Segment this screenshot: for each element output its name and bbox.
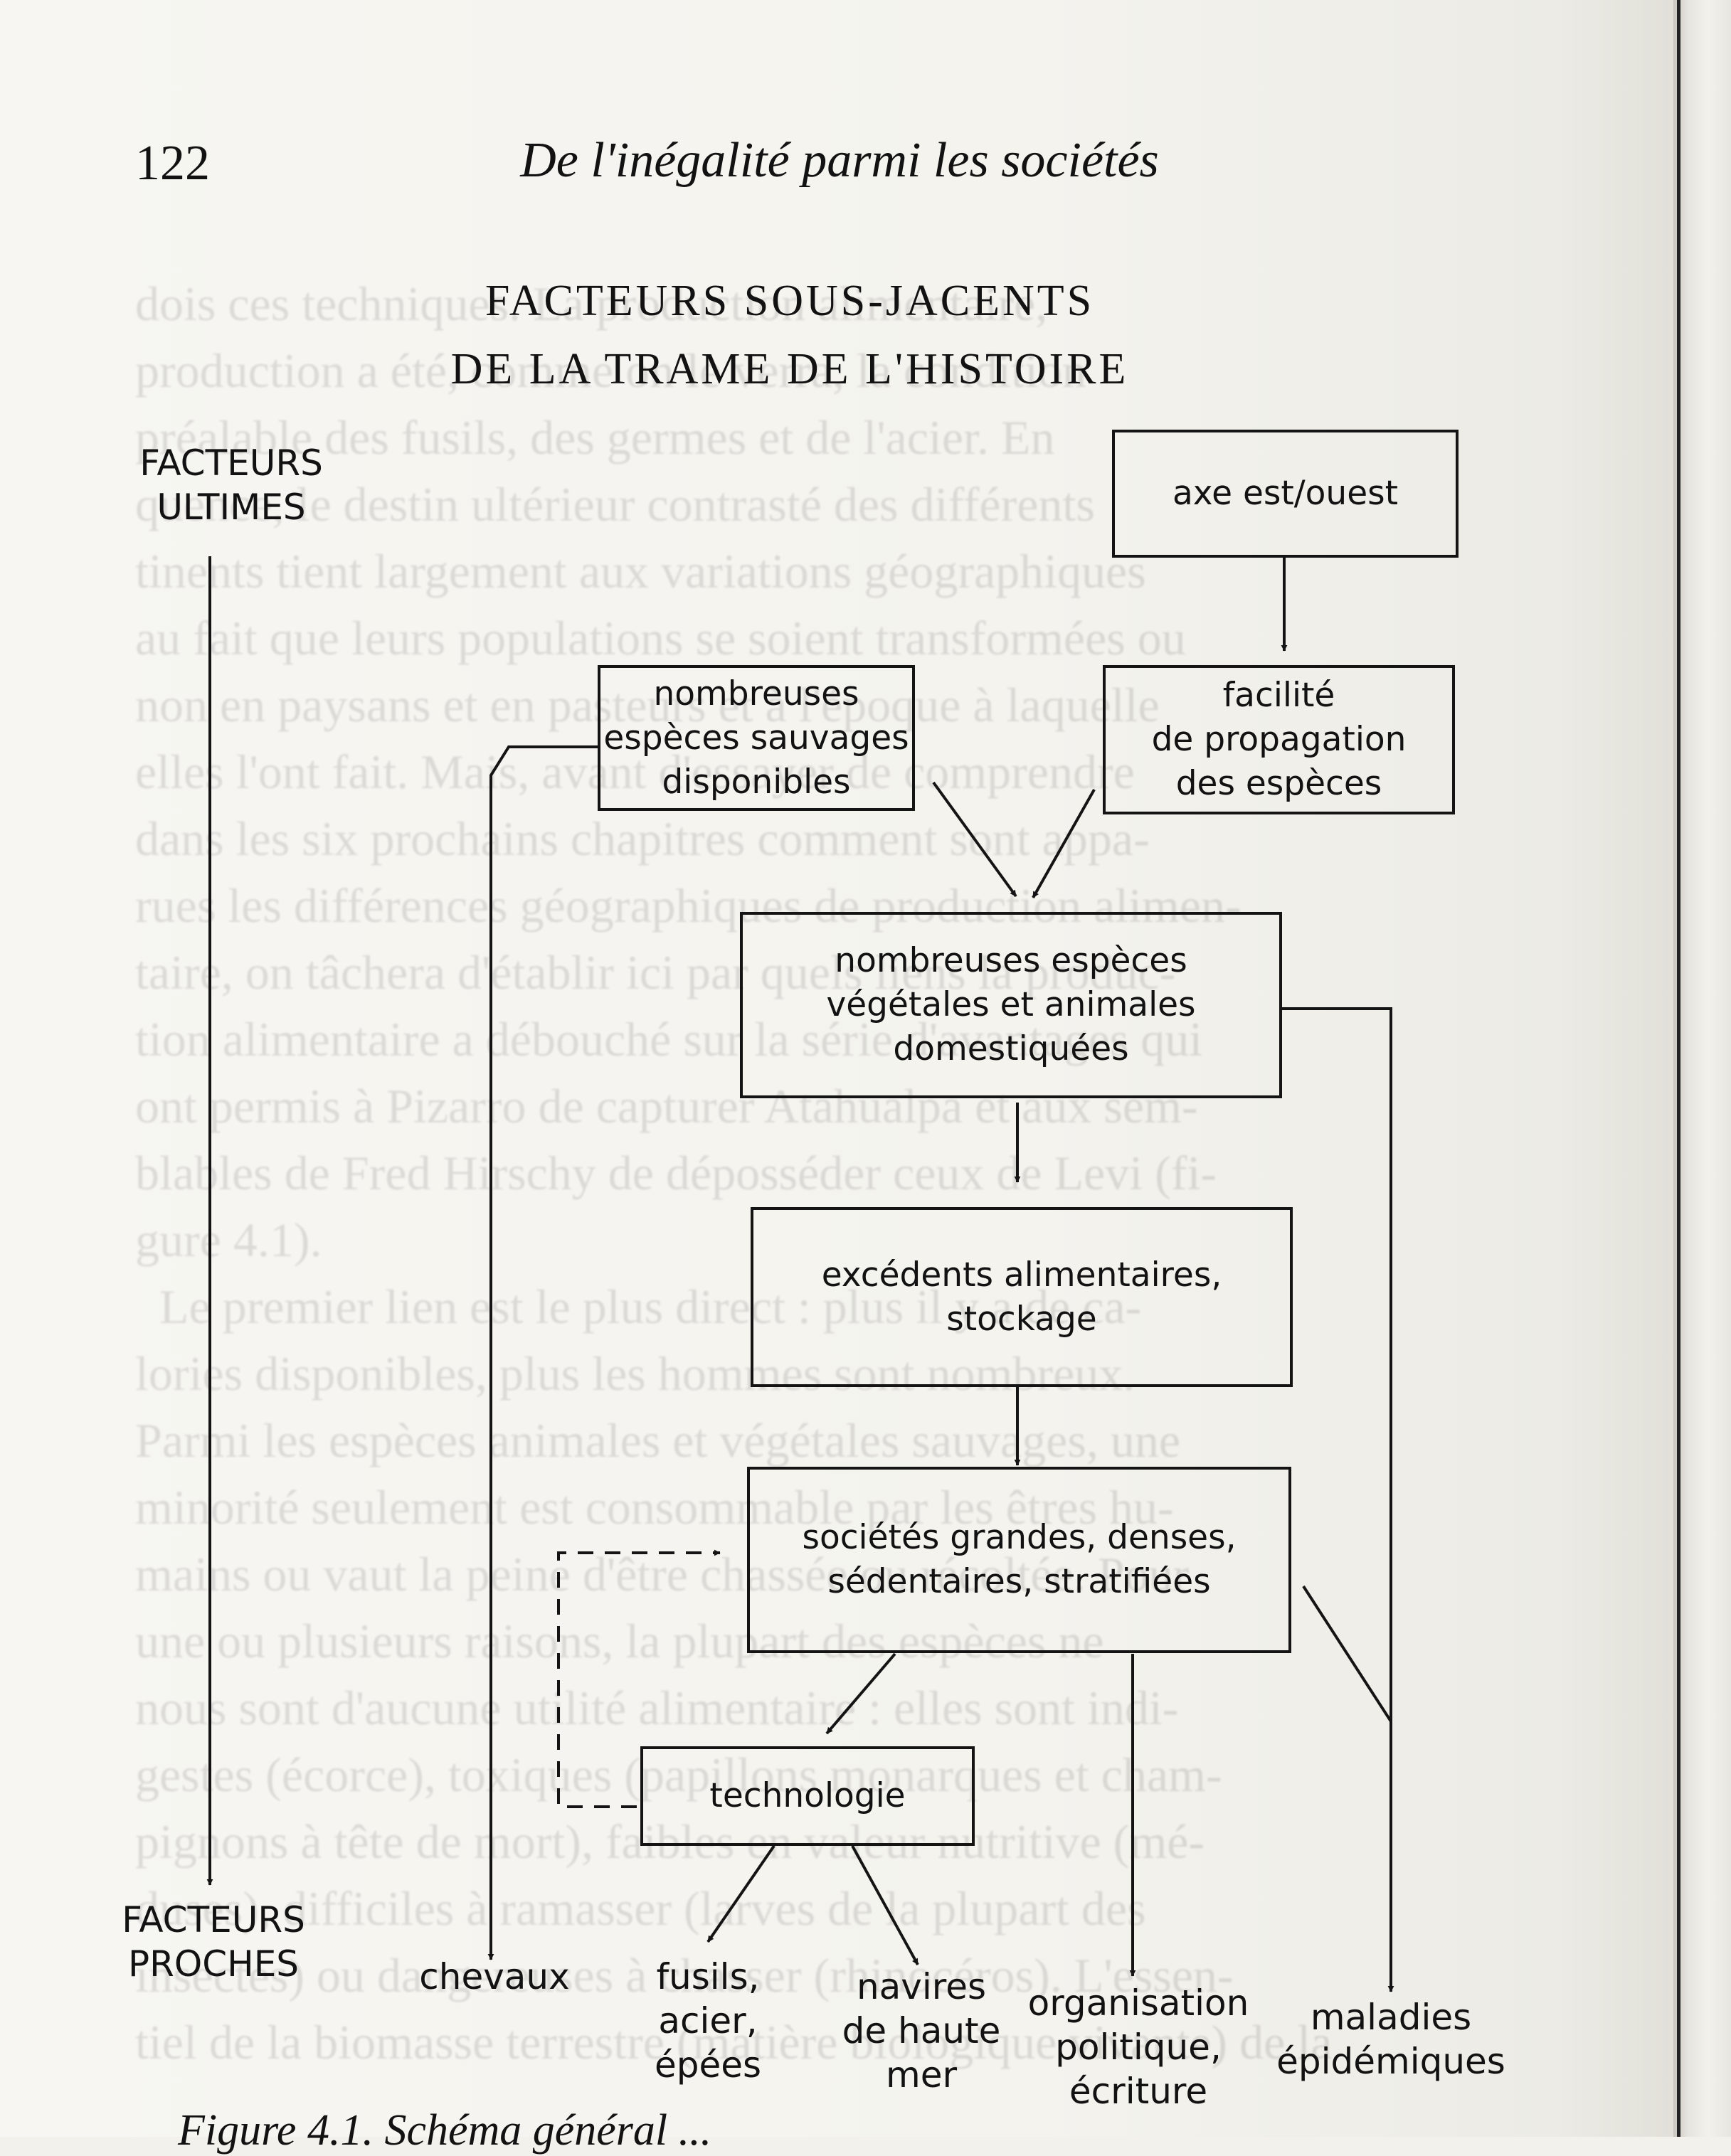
book-gutter: [1673, 0, 1731, 2137]
box-east-west-axis: axe est/ouest: [1112, 430, 1459, 558]
box-domesticated-species: nombreuses espèces végétales et animales…: [740, 912, 1282, 1098]
proximate-factors-label: FACTEURS PROCHES: [122, 1899, 305, 1985]
box-wild-species: nombreuses espèces sauvages disponibles: [598, 665, 915, 811]
wild-to-horses-arrow: [487, 745, 599, 1960]
wild-to-domesticated-arrow: [932, 781, 1017, 898]
box-food-surplus: excédents alimentaires, stockage: [751, 1207, 1293, 1387]
page-edge-line: [1677, 0, 1680, 2137]
figure-title-line-1: FACTEURS SOUS-JACENTS: [485, 277, 1095, 325]
outcome-guns-steel: fusils, acier, épées: [654, 1956, 762, 2086]
outcome-horses: chevaux: [419, 1956, 570, 1997]
outcome-epidemic-diseases: maladies épidémiques: [1276, 1997, 1505, 2082]
ultimate-factors-label: FACTEURS ULTIMES: [139, 442, 323, 528]
figure-caption: Figure 4.1. Schéma général ...: [178, 2106, 712, 2155]
box-technology: technologie: [640, 1746, 975, 1846]
domesticated-to-diseases-arrow: [1281, 1007, 1394, 1992]
running-head: De l'inégalité parmi les sociétés: [520, 133, 1159, 188]
technology-to-guns-arrow: [706, 1844, 775, 1943]
spread-to-domesticated-arrow: [1032, 789, 1096, 898]
figure-title-line-2: DE LA TRAME DE L'HISTOIRE: [450, 345, 1129, 393]
box-complex-societies: sociétés grandes, denses, sédentaires, s…: [747, 1467, 1291, 1653]
outcome-political-writing: organisation politique, écriture: [1027, 1982, 1249, 2112]
box-spread-ease: facilité de propagation des espèces: [1103, 665, 1455, 814]
technology-feedback-dashed-arrow: [557, 1549, 721, 1808]
page-number: 122: [135, 136, 210, 191]
outcome-ocean-ships: navires de haute mer: [842, 1966, 1001, 2096]
technology-to-ships-arrow: [851, 1845, 919, 1965]
societies-to-technology-arrow: [825, 1652, 896, 1735]
societies-to-diseases-arrow: [1302, 1585, 1392, 1723]
